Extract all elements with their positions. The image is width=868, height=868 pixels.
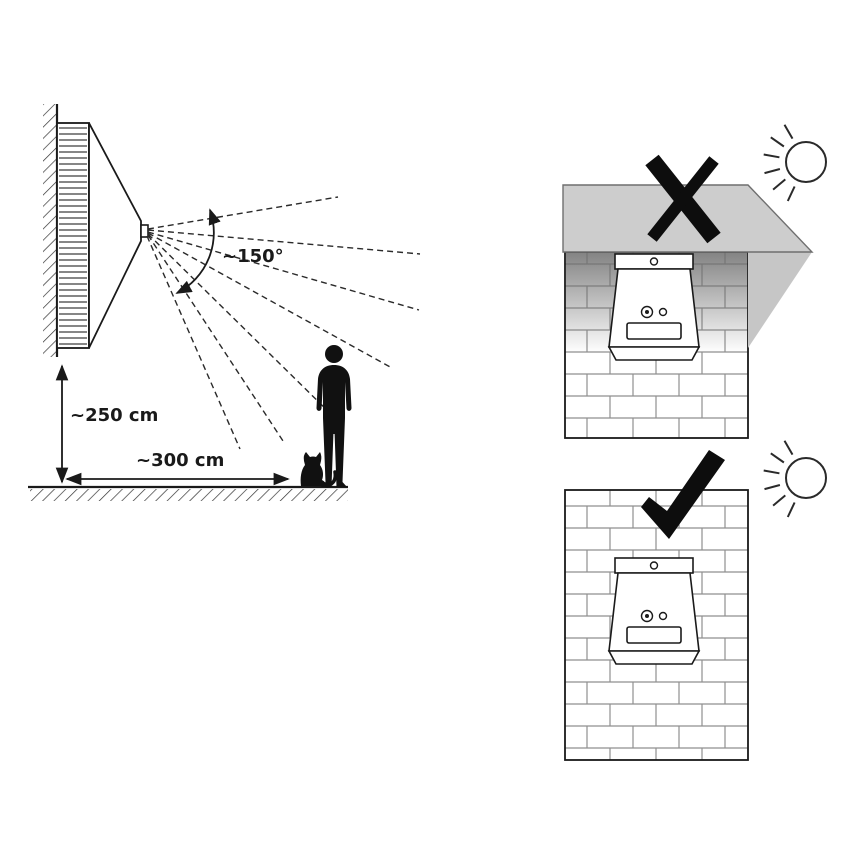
detection-distance-label: ~300 cm (136, 450, 224, 471)
mount-height-label: ~250 cm (70, 405, 158, 426)
person-silhouette (316, 345, 352, 487)
height-dimension: ~250 cm (55, 364, 158, 484)
wall-light (608, 253, 700, 361)
cat-silhouette (300, 452, 338, 488)
distance-dimension: ~300 cm (65, 450, 290, 486)
checkmark-icon (641, 450, 725, 539)
x-mark-icon (645, 154, 721, 244)
wall-hatching (43, 104, 57, 357)
sensor-head (140, 224, 149, 238)
ground (28, 485, 348, 501)
beam-angle-label: ~150° (222, 246, 284, 267)
overhang-slab (562, 184, 814, 253)
reflector-cone (88, 122, 142, 349)
heatsink-fins (59, 125, 87, 346)
sun-icon (762, 123, 827, 202)
incorrect-mounting-panel (562, 123, 827, 439)
detection-rays (146, 196, 421, 450)
sun-icon (762, 439, 827, 518)
correct-mounting-panel (564, 439, 827, 761)
brick-wall (564, 489, 749, 761)
wall (43, 104, 59, 357)
angle-indicator: ~150° (175, 208, 284, 294)
side-shadow (748, 252, 812, 348)
light-fixture (56, 122, 149, 349)
ground-hatching (30, 489, 348, 501)
wall-light (608, 557, 700, 665)
mounting-dimensions-diagram: ~150° ~250 cm ~300 cm (28, 104, 421, 501)
